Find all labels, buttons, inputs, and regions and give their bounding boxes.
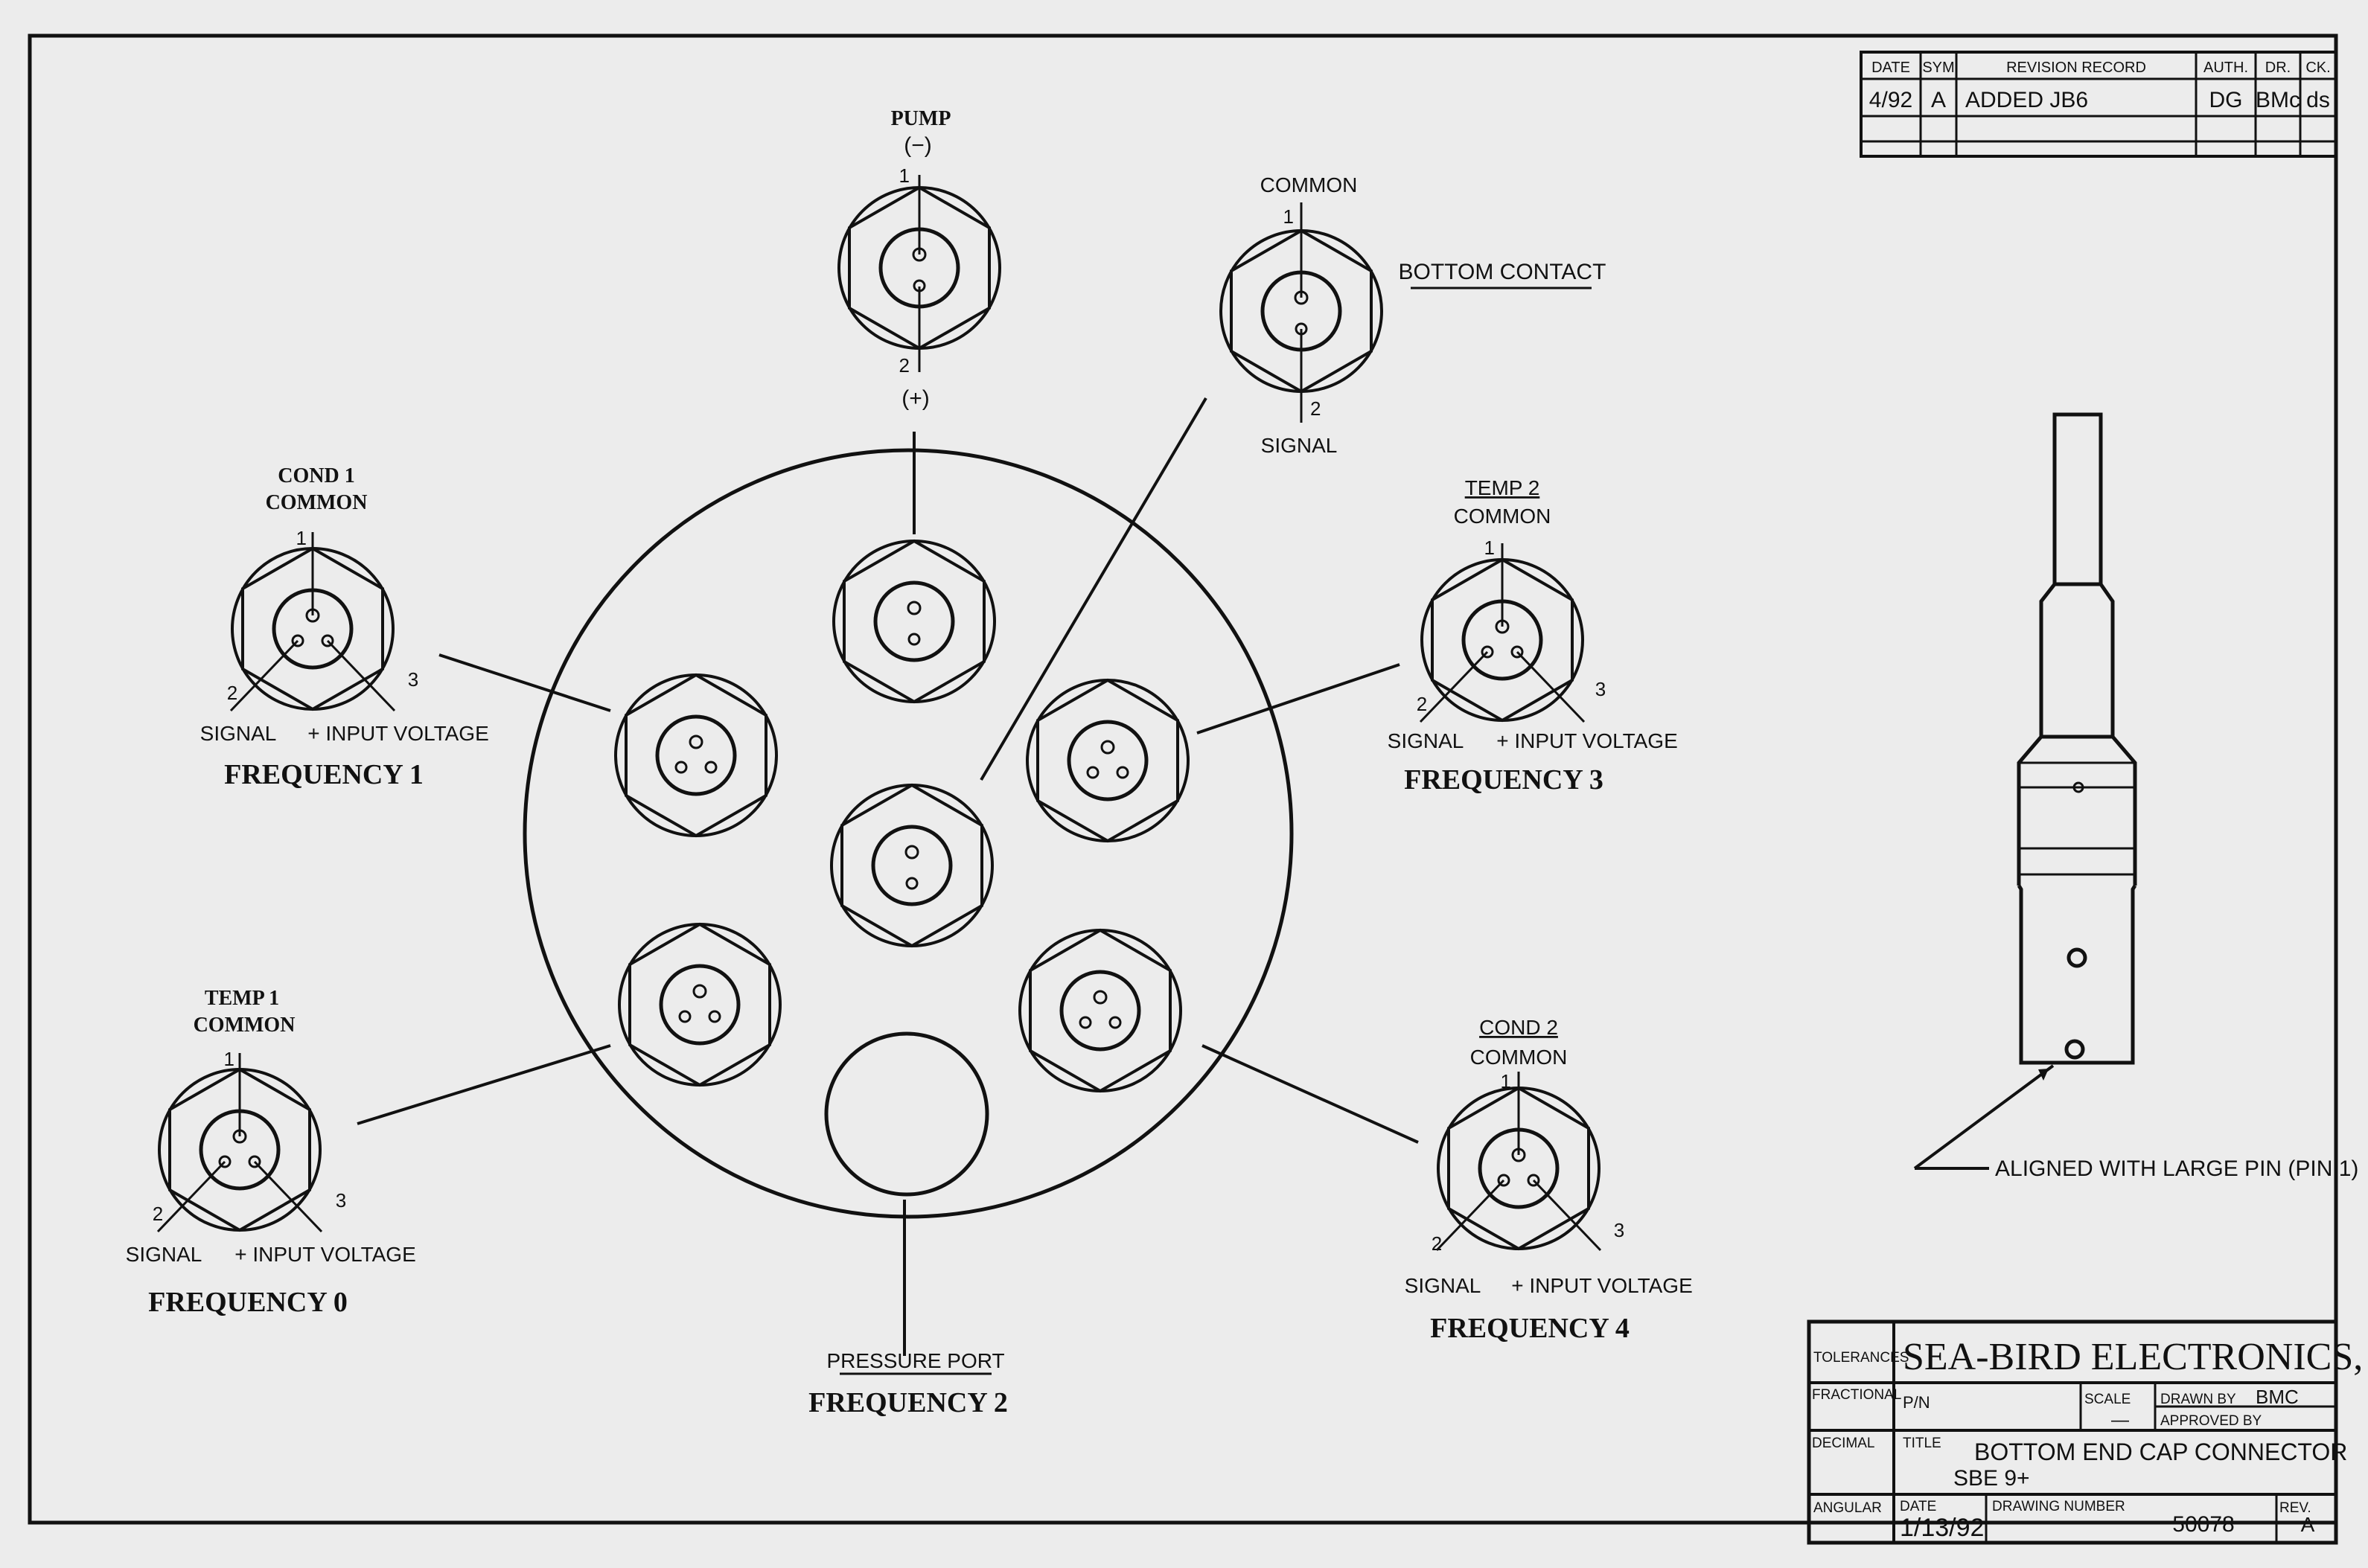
freq0-signal: SIGNAL bbox=[126, 1243, 202, 1266]
rev-header-sym: SYM bbox=[1922, 60, 1954, 76]
sheet-border bbox=[28, 33, 2338, 1525]
tb-drawn-by: DRAWN BY bbox=[2160, 1392, 2236, 1407]
freq4-line1: COND 2 bbox=[1479, 1016, 1558, 1039]
bottom-pin2: 2 bbox=[1310, 397, 1321, 420]
rev-header-auth: AUTH. bbox=[2203, 60, 2248, 76]
rev-ck: ds bbox=[2306, 88, 2330, 112]
leader-lines bbox=[357, 397, 1419, 1356]
rev-auth: DG bbox=[2209, 88, 2243, 112]
rev-sym: A bbox=[1931, 88, 1946, 112]
freq1-connector: COND 1 COMMON 1 2 3 SIGNAL + INPUT VOLTA… bbox=[200, 464, 489, 790]
freq0-line2: COMMON bbox=[194, 1014, 296, 1037]
rev-header-ck: CK. bbox=[2305, 60, 2330, 76]
freq4-label: FREQUENCY 4 bbox=[1430, 1313, 1630, 1344]
freq1-pin1: 1 bbox=[296, 527, 307, 549]
pump-connector: PUMP (−) 1 2 (+) bbox=[839, 107, 1000, 411]
tb-scale-value: — bbox=[2111, 1410, 2129, 1430]
freq0-line1: TEMP 1 bbox=[205, 987, 279, 1010]
tb-rev-value: A bbox=[2301, 1513, 2315, 1536]
freq3-pin3: 3 bbox=[1595, 678, 1606, 700]
bottom-contact-label: BOTTOM CONTACT bbox=[1399, 260, 1606, 284]
freq1-pin2: 2 bbox=[227, 682, 237, 704]
freq0-label: FREQUENCY 0 bbox=[148, 1287, 348, 1318]
rev-date: 4/92 bbox=[1869, 88, 1912, 112]
revision-block: DATE SYM REVISION RECORD AUTH. DR. CK. 4… bbox=[1860, 51, 2337, 158]
freq4-pin2: 2 bbox=[1432, 1232, 1442, 1255]
cap-connector-freq4 bbox=[1020, 930, 1181, 1091]
bottom-signal: SIGNAL bbox=[1261, 434, 1338, 457]
pressure-port-circle bbox=[824, 1031, 989, 1197]
freq3-signal: SIGNAL bbox=[1388, 729, 1464, 752]
aligned-note: ALIGNED WITH LARGE PIN (PIN 1) bbox=[1995, 1156, 2358, 1181]
title-block: TOLERANCES SEA-BIRD ELECTRONICS, INC FRA… bbox=[1807, 1319, 2368, 1545]
freq1-pin3: 3 bbox=[408, 668, 418, 691]
freq1-input: + INPUT VOLTAGE bbox=[307, 722, 489, 745]
tb-drawing-number: 50078 bbox=[2172, 1512, 2234, 1537]
freq4-connector: COND 2 COMMON 1 2 3 SIGNAL + INPUT VOLTA… bbox=[1405, 1016, 1693, 1344]
tb-drawn-by-value: BMC bbox=[2256, 1386, 2299, 1408]
tb-scale: SCALE bbox=[2084, 1392, 2131, 1407]
tb-title-label: TITLE bbox=[1903, 1436, 1941, 1451]
tb-date-value: 1/13/92 bbox=[1900, 1514, 1984, 1542]
rev-record: ADDED JB6 bbox=[1965, 88, 2088, 112]
pressure-port-labels: PRESSURE PORT FREQUENCY 2 bbox=[808, 1349, 1008, 1418]
tb-rev-label: REV. bbox=[2279, 1500, 2311, 1516]
freq4-signal: SIGNAL bbox=[1405, 1274, 1481, 1297]
freq3-line1: TEMP 2 bbox=[1465, 476, 1540, 499]
tb-drawing-number-label: DRAWING NUMBER bbox=[1992, 1499, 2125, 1514]
tb-title-line2: SBE 9+ bbox=[1953, 1466, 2030, 1491]
pump-title: PUMP bbox=[891, 107, 951, 130]
freq3-connector: TEMP 2 COMMON 1 2 3 SIGNAL + INPUT VOLTA… bbox=[1388, 476, 1678, 796]
pump-plus: (+) bbox=[901, 386, 930, 411]
pressure-port-label: PRESSURE PORT bbox=[826, 1349, 1004, 1372]
cap-connector-freq3 bbox=[1027, 680, 1188, 841]
freq3-line2: COMMON bbox=[1454, 505, 1551, 528]
tb-tolerances: TOLERANCES bbox=[1813, 1350, 1909, 1366]
freq3-label: FREQUENCY 3 bbox=[1404, 764, 1603, 796]
rev-header-record: REVISION RECORD bbox=[2006, 60, 2146, 76]
pump-pin1: 1 bbox=[899, 164, 910, 187]
freq0-pin1: 1 bbox=[224, 1048, 234, 1070]
tb-fractional: FRACTIONAL bbox=[1812, 1387, 1901, 1403]
tb-pn: P/N bbox=[1903, 1393, 1930, 1412]
tb-company: SEA-BIRD ELECTRONICS, INC bbox=[1903, 1336, 2368, 1378]
bottom-pin1: 1 bbox=[1283, 205, 1294, 228]
cap-connector-freq0 bbox=[619, 924, 780, 1085]
cap-connector-bottom bbox=[832, 785, 992, 946]
freq1-line2: COMMON bbox=[266, 491, 368, 514]
rev-header-dr: DR. bbox=[2265, 60, 2291, 76]
tb-approved-by: APPROVED BY bbox=[2160, 1413, 2262, 1429]
rev-dr: BMc bbox=[2256, 88, 2300, 112]
freq0-pin2: 2 bbox=[153, 1203, 163, 1225]
bottom-contact-connector: COMMON 1 2 SIGNAL BOTTOM CONTACT bbox=[1221, 173, 1606, 457]
freq3-pin2: 2 bbox=[1417, 693, 1427, 715]
connector-side-view bbox=[1913, 412, 2137, 1170]
freq4-input: + INPUT VOLTAGE bbox=[1511, 1274, 1693, 1297]
freq3-pin1: 1 bbox=[1484, 537, 1495, 559]
freq3-input: + INPUT VOLTAGE bbox=[1496, 729, 1678, 752]
freq4-pin1: 1 bbox=[1501, 1070, 1511, 1092]
freq2-label: FREQUENCY 2 bbox=[808, 1387, 1008, 1418]
cap-connector-freq1 bbox=[616, 675, 776, 836]
rev-header-date: DATE bbox=[1871, 60, 1910, 76]
tb-decimal: DECIMAL bbox=[1812, 1436, 1874, 1451]
bottom-common: COMMON bbox=[1260, 173, 1358, 196]
freq1-line1: COND 1 bbox=[278, 464, 354, 487]
freq4-pin3: 3 bbox=[1614, 1219, 1624, 1241]
freq1-signal: SIGNAL bbox=[200, 722, 277, 745]
freq0-pin3: 3 bbox=[336, 1189, 346, 1212]
freq0-connector: TEMP 1 COMMON 1 2 3 SIGNAL + INPUT VOLTA… bbox=[126, 987, 416, 1318]
tb-title-line1: BOTTOM END CAP CONNECTOR bbox=[1974, 1439, 2347, 1465]
tb-date-label: DATE bbox=[1900, 1499, 1936, 1514]
cap-connector-pump bbox=[834, 541, 995, 702]
freq0-input: + INPUT VOLTAGE bbox=[234, 1243, 416, 1266]
tb-angular: ANGULAR bbox=[1813, 1500, 1882, 1516]
freq4-line2: COMMON bbox=[1470, 1046, 1568, 1069]
end-cap-circle bbox=[523, 448, 1294, 1219]
pump-pin2: 2 bbox=[899, 354, 910, 377]
freq1-label: FREQUENCY 1 bbox=[224, 759, 424, 790]
pump-minus: (−) bbox=[904, 133, 932, 158]
